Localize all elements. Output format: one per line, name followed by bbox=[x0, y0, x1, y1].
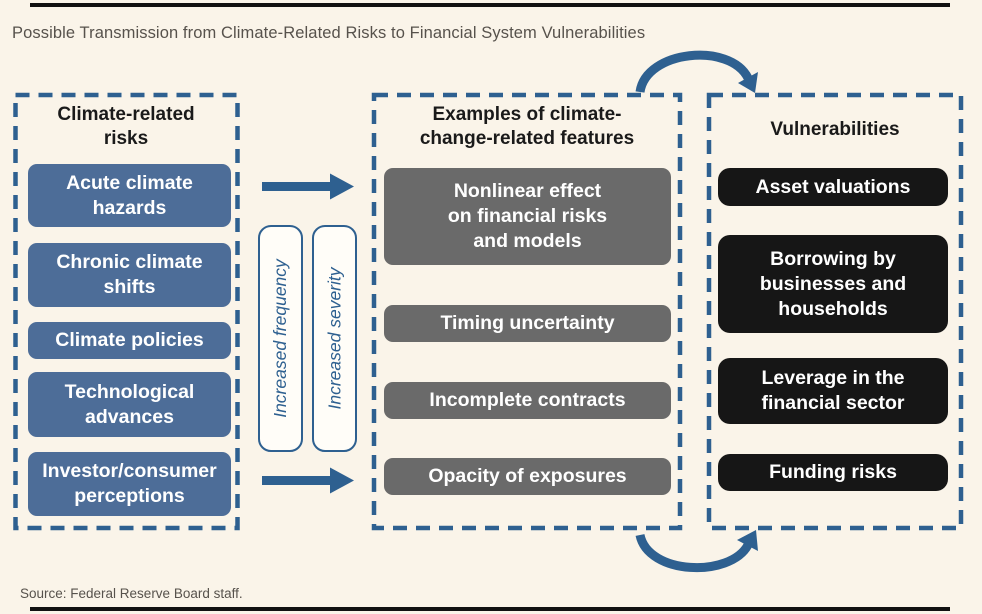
bottom-rule bbox=[30, 607, 950, 611]
risk-node-chronic-climate-shifts: Chronic climate shifts bbox=[28, 243, 231, 307]
features-column-header: Examples of climate- change-related feat… bbox=[419, 104, 635, 149]
figure-title: Possible Transmission from Climate-Relat… bbox=[12, 24, 646, 42]
right-arrow-top-icon bbox=[262, 173, 354, 200]
risk-node-acute-climate-hazards: Acute climate hazards bbox=[28, 164, 231, 227]
top-rule bbox=[30, 3, 950, 7]
feature-node-opacity-of-exposures: Opacity of exposures bbox=[384, 458, 671, 495]
curved-arrow-top-icon bbox=[635, 50, 758, 94]
risk-node-technological-advances: Technological advances bbox=[28, 372, 231, 437]
increased-severity-pill: Increased severity bbox=[312, 225, 357, 452]
vulnerability-node-funding-risks: Funding risks bbox=[718, 454, 948, 491]
feature-node-timing-uncertainty: Timing uncertainty bbox=[384, 305, 671, 342]
increased-frequency-label: Increased frequency bbox=[270, 259, 291, 418]
increased-severity-label: Increased severity bbox=[324, 267, 345, 410]
feature-node-incomplete-contracts: Incomplete contracts bbox=[384, 382, 671, 419]
source-note: Source: Federal Reserve Board staff. bbox=[20, 586, 243, 601]
risk-node-investor-consumer-perceptions: Investor/consumer perceptions bbox=[28, 452, 231, 516]
vulnerability-node-asset-valuations: Asset valuations bbox=[718, 168, 948, 206]
vulnerability-node-borrowing: Borrowing by businesses and households bbox=[718, 235, 948, 333]
increased-frequency-pill: Increased frequency bbox=[258, 225, 303, 452]
risks-column-header: Climate-related risks bbox=[57, 104, 195, 149]
right-arrow-bottom-icon bbox=[262, 467, 354, 494]
vulnerability-node-leverage: Leverage in the financial sector bbox=[718, 358, 948, 424]
curved-arrow-bottom-icon bbox=[635, 530, 758, 573]
feature-node-nonlinear-effect: Nonlinear effect on financial risks and … bbox=[384, 168, 671, 265]
risk-node-climate-policies: Climate policies bbox=[28, 322, 231, 359]
vulnerabilities-column-header: Vulnerabilities bbox=[770, 119, 900, 140]
